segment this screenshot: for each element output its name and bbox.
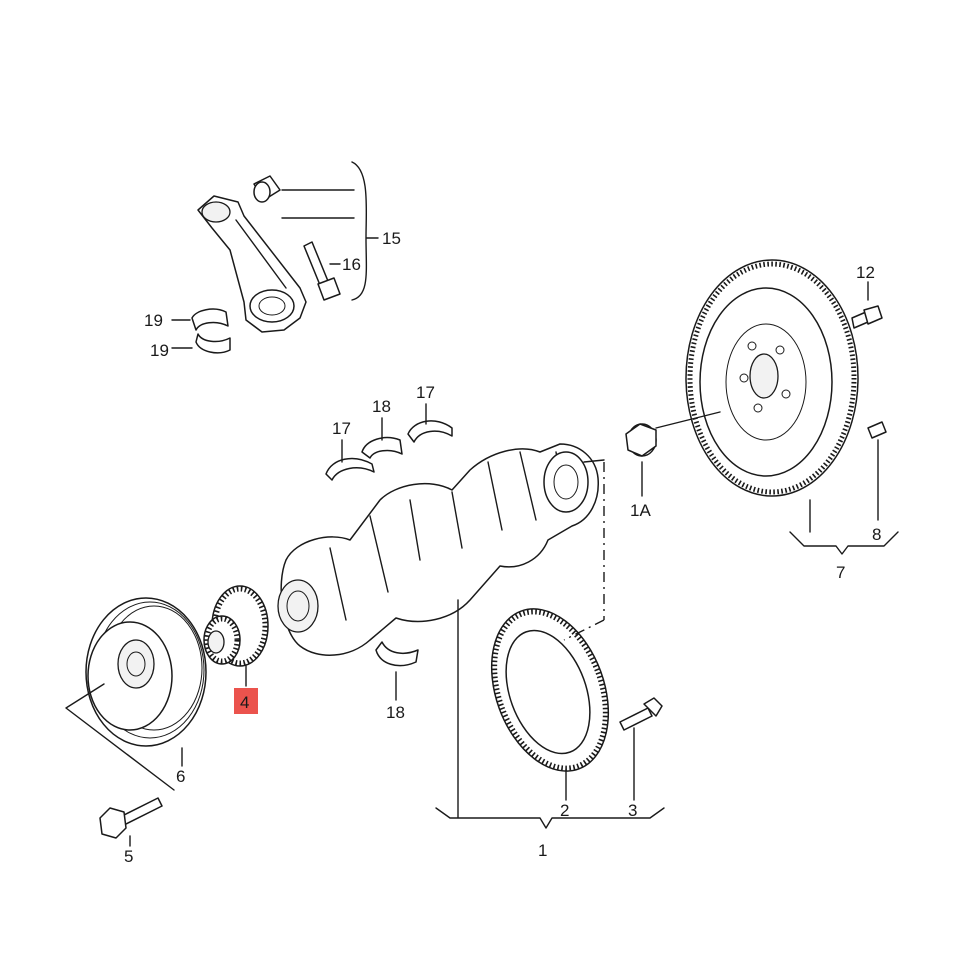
callout-4-highlight	[234, 688, 258, 714]
thrust-washer-right	[407, 420, 453, 443]
callout-12: 12	[856, 263, 875, 282]
leader-2-3	[565, 727, 635, 801]
callout-19a: 19	[144, 311, 163, 330]
connecting-rod-bolt	[303, 241, 341, 301]
callout-8: 8	[872, 525, 881, 544]
callout-4: 4	[240, 693, 249, 712]
thrust-washer-left	[325, 457, 375, 481]
callout-7: 7	[836, 563, 845, 582]
flywheel-bolt	[851, 305, 883, 329]
callout-1: 1	[538, 841, 547, 860]
callout-5: 5	[124, 847, 133, 866]
crankshaft-sprocket	[203, 585, 269, 667]
connecting-rod	[197, 195, 307, 333]
bracket-1	[435, 599, 665, 829]
callout-1a: 1A	[630, 501, 651, 520]
centerline-flywheel	[655, 411, 721, 429]
sender-wheel	[490, 608, 610, 772]
crankshaft	[277, 443, 605, 656]
main-bearing-upper	[361, 436, 403, 459]
callout-6: 6	[176, 767, 185, 786]
damper-bolt	[99, 797, 163, 839]
leader-19	[171, 319, 193, 349]
vibration-damper	[85, 597, 207, 747]
callout-16: 16	[342, 255, 361, 274]
callout-18a: 18	[372, 397, 391, 416]
callout-19b: 19	[150, 341, 169, 360]
leader-7-8-12	[809, 281, 879, 533]
bracket-15	[281, 161, 379, 301]
main-bearing-lower	[375, 641, 419, 667]
callout-17b: 17	[416, 383, 435, 402]
leader-6-5	[65, 683, 183, 847]
flywheel-dowel	[867, 421, 887, 439]
callout-18b: 18	[386, 703, 405, 722]
callout-17a: 17	[332, 419, 351, 438]
centerline-crank-to-wheel	[563, 462, 605, 641]
pilot-bearing	[625, 423, 657, 457]
callout-15: 15	[382, 229, 401, 248]
callout-3: 3	[628, 801, 637, 820]
rod-bearing-shells	[191, 308, 231, 354]
connecting-rod-bushing	[253, 175, 281, 203]
flywheel	[685, 259, 859, 497]
sender-wheel-bolt	[619, 697, 663, 731]
bracket-7	[789, 531, 899, 555]
callout-2: 2	[560, 801, 569, 820]
